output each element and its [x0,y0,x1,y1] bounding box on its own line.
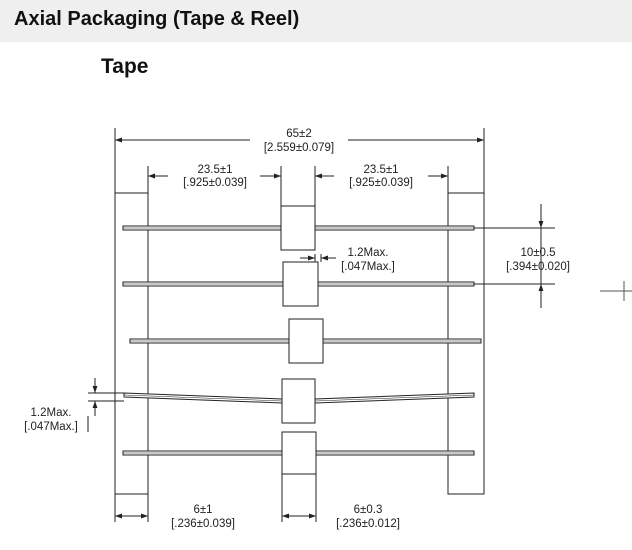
diode-row-5 [122,431,475,475]
header-bar [0,0,632,42]
body-position-dim-alt: [.236±0.012] [336,518,400,530]
diode-row-2 [122,261,475,307]
lead-left-dim-value: 23.5±1 [197,164,232,176]
pitch-dim-alt: [.394±0.020] [506,261,570,273]
lead-right-dim-value: 23.5±1 [363,164,398,176]
body-offset-dim-alt: [.047Max.] [341,261,395,273]
page-title: Axial Packaging (Tape & Reel) [14,8,300,30]
lead-left-dim-alt: [.925±0.039] [183,177,247,189]
body-position-dim-value: 6±0.3 [354,504,383,516]
lead-right-dim-alt: [.925±0.039] [349,177,413,189]
diode-row-4 [123,378,475,424]
body-offset-dim-value: 1.2Max. [348,247,389,259]
overall-dim-value: 65±2 [286,128,312,140]
pitch-dim-value: 10±0.5 [520,247,555,259]
section-title: Tape [101,55,149,78]
diode-row-1 [122,205,475,251]
lead-bend-dim-alt: [.047Max.] [24,421,78,433]
diode-row-3 [129,318,482,364]
tape-width-dim-value: 6±1 [193,504,212,516]
overall-dim-alt: [2.559±0.079] [264,142,334,154]
tape-width-dim-alt: [.236±0.039] [171,518,235,530]
lead-bend-dim-value: 1.2Max. [31,407,72,419]
